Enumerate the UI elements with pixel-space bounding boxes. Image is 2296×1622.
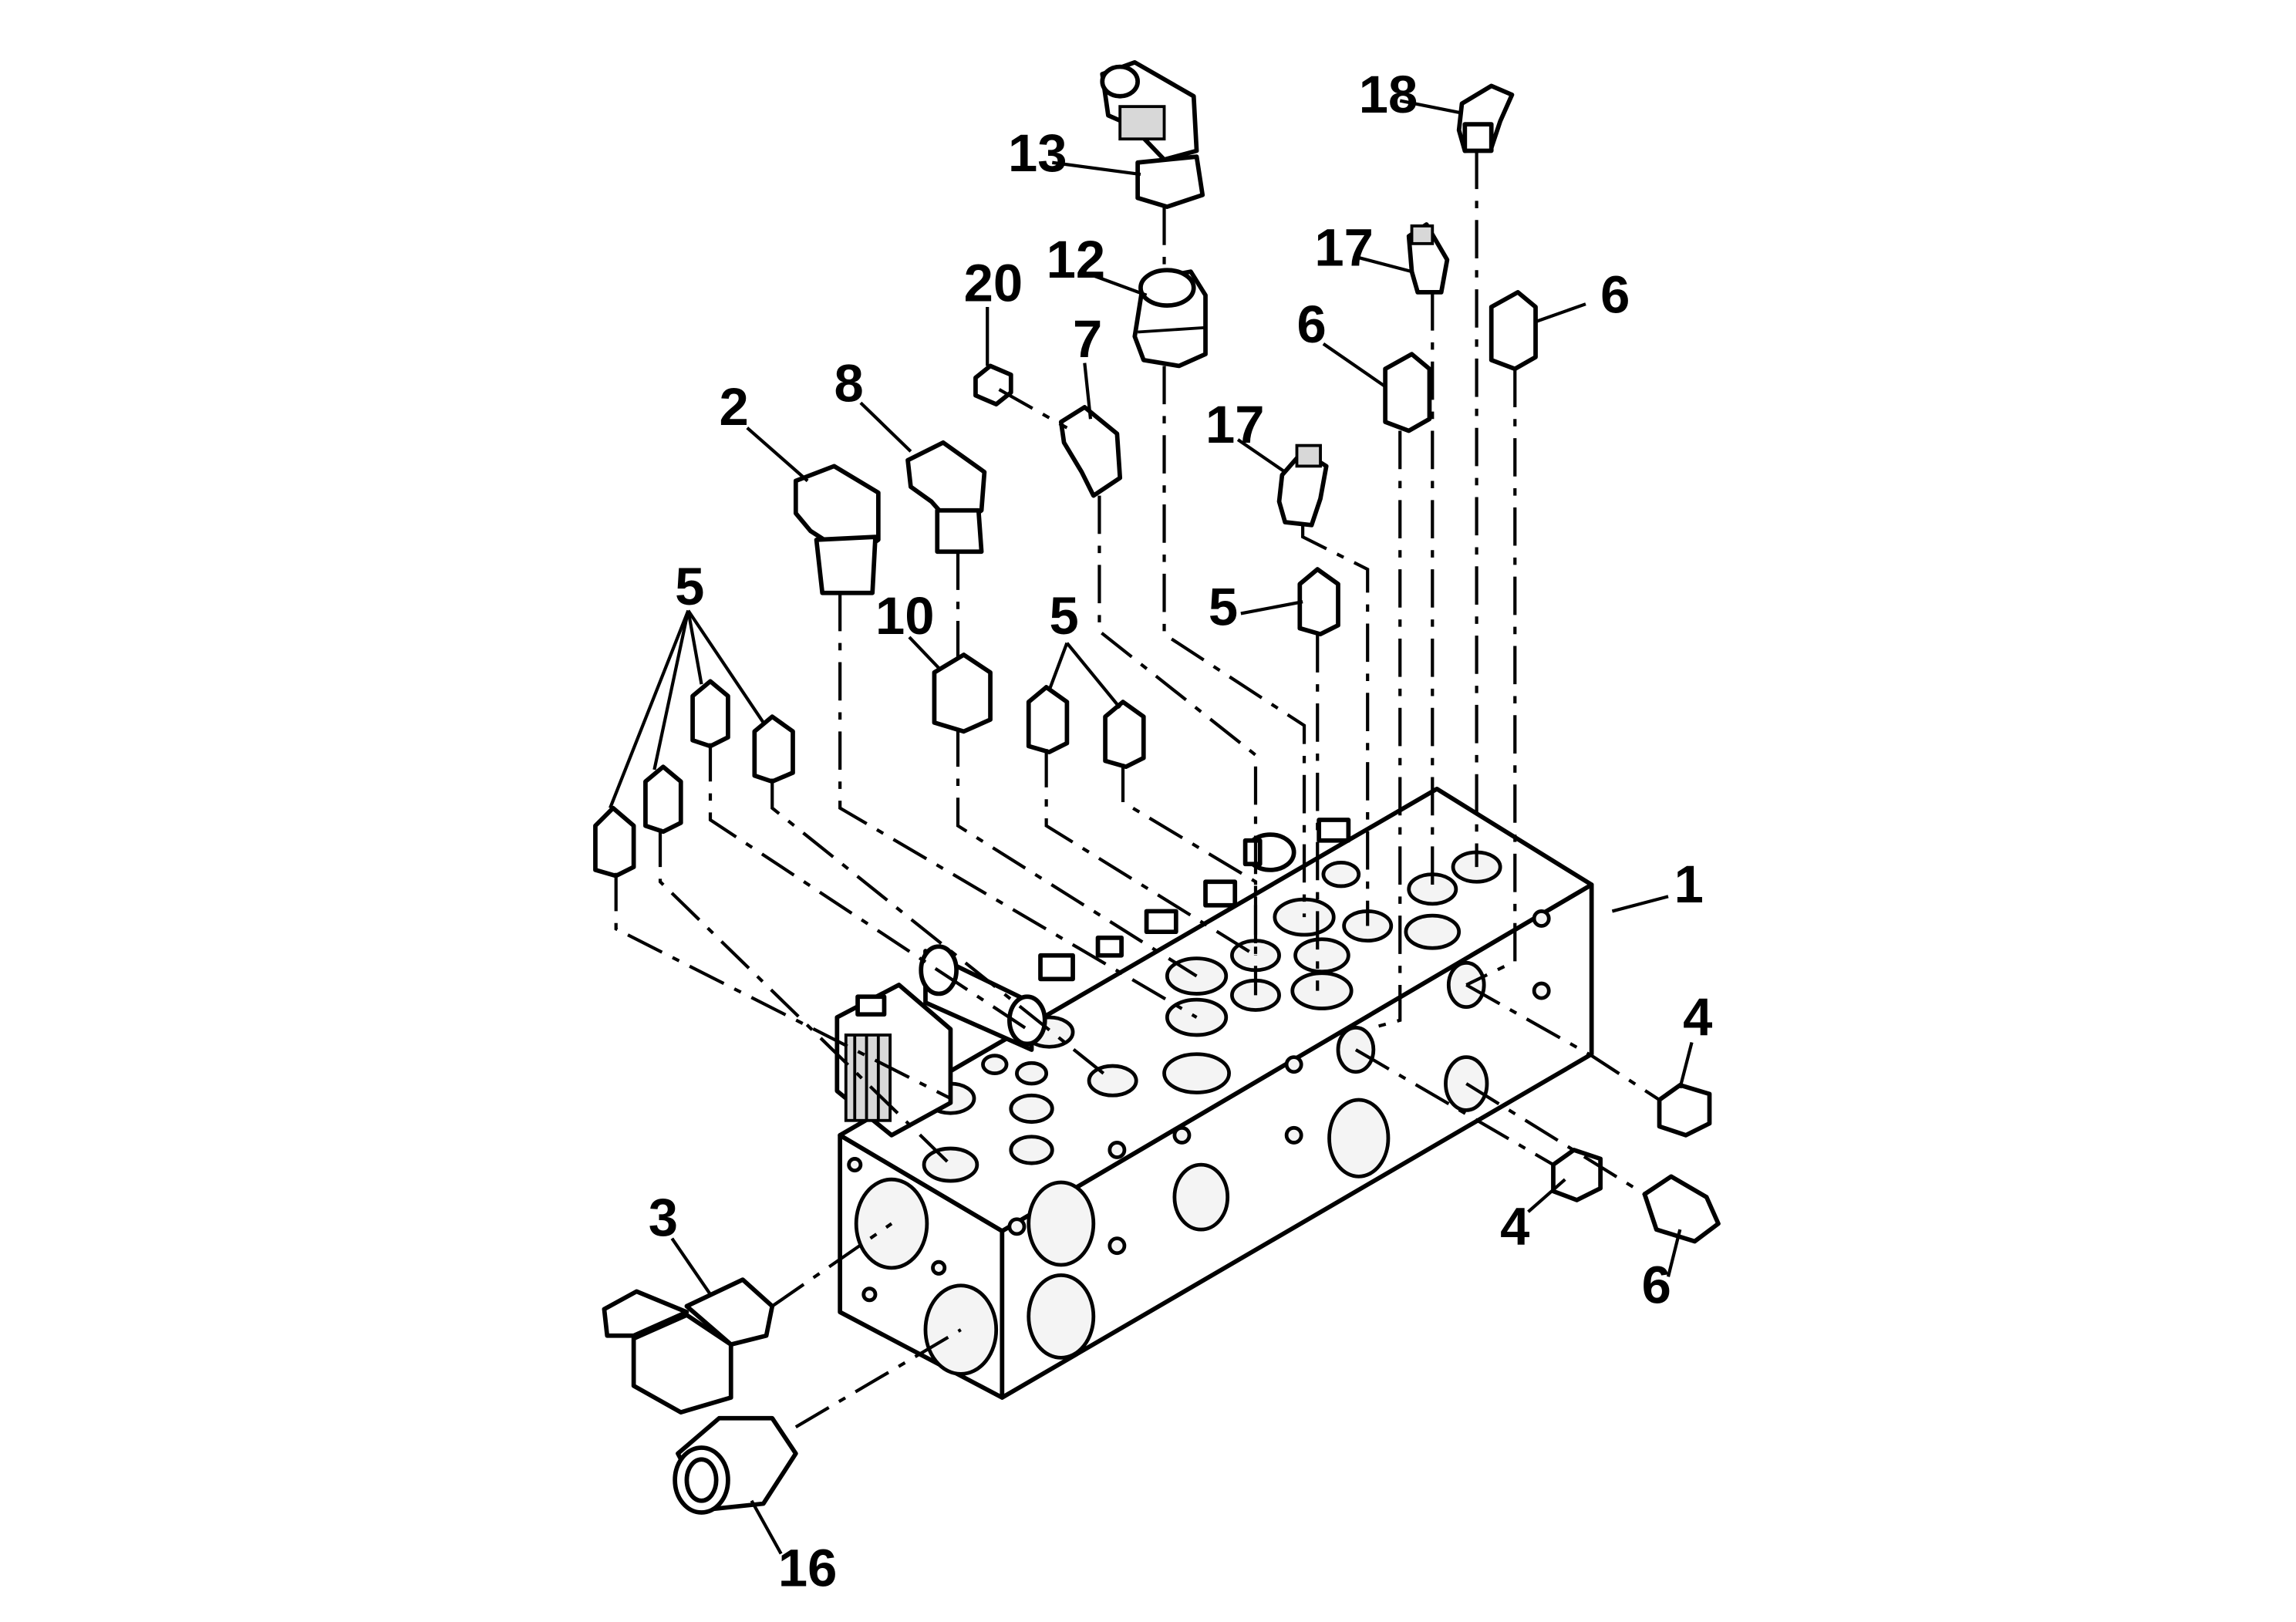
fitting-6-upper-left (1383, 352, 1432, 433)
elbow-fitting-7 (1058, 405, 1123, 498)
callout-5-right: 5 (1209, 578, 1238, 637)
nut-20 (973, 363, 1013, 406)
fitting-10 (932, 653, 993, 734)
elbow-fitting-8 (905, 440, 987, 555)
callout-3: 3 (649, 1188, 678, 1247)
fitting-17-lower (1276, 443, 1329, 528)
fitting-6-lower (1642, 1174, 1721, 1244)
leader-lines (609, 99, 1694, 1555)
callout-20: 20 (964, 253, 1023, 312)
fitting-12 (1132, 268, 1208, 369)
plug-4-upper (1657, 1083, 1712, 1138)
fitting-5-g (1297, 567, 1340, 637)
assembly-lines (614, 150, 1660, 1429)
callout-5-left: 5 (675, 557, 704, 616)
callout-6-top-left: 6 (1296, 295, 1326, 354)
callout-8: 8 (834, 353, 864, 413)
callout-10: 10 (875, 586, 935, 646)
callout-12: 12 (1047, 230, 1106, 289)
plug-4-lower (1551, 1148, 1603, 1202)
callout-4-upper: 4 (1683, 987, 1712, 1047)
callout-7: 7 (1073, 309, 1102, 369)
elbow-fitting-13 (1100, 59, 1205, 209)
callout-13: 13 (1008, 123, 1067, 183)
callout-6-lower: 6 (1642, 1256, 1671, 1315)
elbow-fitting-2 (793, 464, 881, 595)
elbow-fitting-18 (1456, 83, 1515, 153)
callout-16: 16 (778, 1539, 838, 1598)
callout-5-middle: 5 (1049, 586, 1078, 646)
callout-17-upper: 17 (1314, 218, 1374, 278)
fitting-17-upper (1406, 222, 1450, 295)
fitting-5-e (1026, 685, 1070, 754)
callout-4-lower: 4 (1500, 1196, 1529, 1256)
callout-18: 18 (1359, 65, 1418, 124)
fitting-5-b (643, 764, 683, 835)
fitting-5-f (1103, 700, 1146, 770)
fitting-5-c (690, 679, 730, 749)
fitting-5-a (593, 805, 636, 878)
callout-1: 1 (1674, 855, 1704, 914)
callout-labels: 1 2 3 4 4 5 5 5 6 6 6 7 8 10 12 13 16 17… (649, 65, 1713, 1598)
fitting-16 (673, 1415, 798, 1515)
callout-6-top-right: 6 (1600, 265, 1630, 325)
fitting-5-d (752, 714, 795, 784)
tee-fitting-3 (602, 1277, 775, 1415)
callout-17-lower: 17 (1205, 395, 1265, 454)
callout-2: 2 (719, 377, 748, 437)
fitting-6-upper-right (1489, 290, 1538, 372)
